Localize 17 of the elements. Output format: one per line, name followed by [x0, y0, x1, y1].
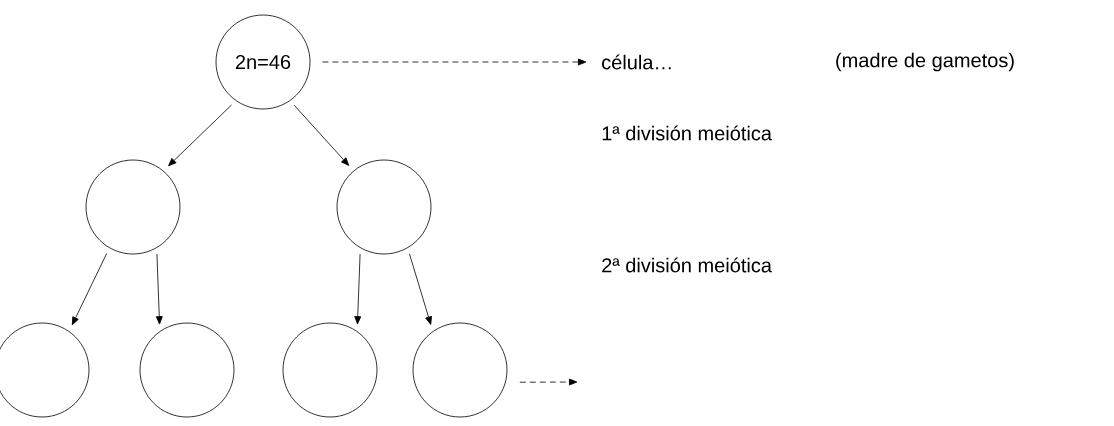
cell-circle: [139, 322, 235, 418]
cell-circle: [85, 159, 181, 255]
stage-label: 2ª división meiótica: [602, 257, 772, 273]
cell-circle: [282, 322, 378, 418]
cell-circle: [412, 322, 508, 418]
dashed-arrow: [322, 58, 587, 66]
annotation: (madre de gametos): [836, 52, 1014, 72]
dashed-arrow: [519, 378, 578, 386]
arrow: [409, 253, 432, 325]
stage-label: 1ª división meiótica: [602, 125, 772, 141]
cell-circle: [336, 159, 432, 255]
cell-label: célula…: [602, 54, 671, 70]
arrow: [71, 253, 108, 326]
arrow: [155, 253, 163, 325]
arrow: [293, 104, 350, 166]
arrow: [354, 253, 362, 325]
arrow: [168, 104, 232, 167]
